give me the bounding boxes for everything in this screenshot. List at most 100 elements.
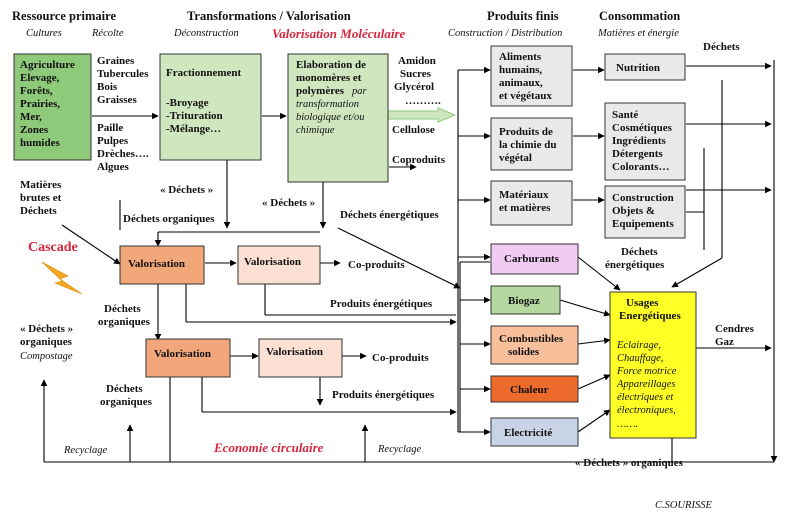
svg-text:Tubercules: Tubercules [97,68,149,80]
svg-text:Matériaux: Matériaux [499,189,549,201]
dechets-energetiques-1: Déchets énergétiques [340,209,439,221]
co-produits-1: Co-produits [348,259,405,271]
svg-text:Valorisation: Valorisation [244,256,301,268]
harvest-bottom-list: Paille Pulpes Drèches…. Algues [97,122,149,173]
svg-text:Colorants…: Colorants… [612,161,669,173]
cascade-label: Cascade [28,240,78,255]
svg-text:Sucres: Sucres [400,68,432,80]
header-ressource-primaire: Ressource primaire [12,9,116,23]
svg-text:organiques: organiques [100,396,153,408]
svg-text:-Mélange…: -Mélange… [166,123,221,135]
usages-energetiques-box [609,291,697,439]
svg-text:Nutrition: Nutrition [616,62,660,74]
recyclage-left: Recyclage [63,445,107,456]
svg-text:Cosmétiques: Cosmétiques [612,122,673,134]
svg-text:brutes et: brutes et [20,192,62,204]
svg-text:Elaboration de: Elaboration de [296,59,366,71]
svg-text:Gaz: Gaz [715,336,734,348]
svg-text:Electricité: Electricité [504,427,552,439]
produits-energetiques-1: Produits énergétiques [330,298,433,310]
harvest-top-list: Graines Tubercules Bois Graisses [97,55,149,106]
svg-text:Usages: Usages [626,297,659,309]
dechets-organiques-bottom: « Déchets » organiques [575,457,684,469]
chimie-box [490,117,573,171]
svg-text:animaux,: animaux, [499,77,543,89]
svg-text:Energétiques: Energétiques [619,310,681,322]
svg-text:……….: ………. [405,95,441,107]
svg-text:Graisses: Graisses [97,94,137,106]
svg-text:chimique: chimique [296,125,335,136]
materiaux-box [490,180,573,226]
svg-text:« Déchets »: « Déchets » [20,323,73,335]
svg-text:Détergents: Détergents [612,148,663,160]
svg-text:Biogaz: Biogaz [508,295,540,307]
svg-text:Construction: Construction [612,192,674,204]
svg-text:Carburants: Carburants [504,253,560,265]
source-lines: Agriculture Elevage, Forêts, Prairies, M… [20,59,75,149]
svg-text:Déchets: Déchets [20,205,57,217]
svg-text:humides: humides [20,137,60,149]
source-box [13,53,92,161]
svg-text:organiques: organiques [20,336,73,348]
svg-text:Graines: Graines [97,55,135,67]
svg-text:biologique et/ou: biologique et/ou [296,112,365,123]
economie-circulaire-label: Economie circulaire [213,440,324,455]
connectors [40,60,778,463]
biogaz-box [490,285,561,315]
svg-text:Equipements: Equipements [612,218,674,230]
svg-text:Algues: Algues [97,161,130,173]
svg-text:Valorisation: Valorisation [154,348,211,360]
svg-text:Santé: Santé [612,109,638,121]
dechets-quote-1: « Déchets » [160,184,213,196]
svg-text:Cendres: Cendres [715,323,755,335]
fractionnement-title: Fractionnement [166,67,241,79]
combustibles-box [490,325,579,365]
svg-text:polymères: polymères [296,85,345,97]
header-matieres-energie: Matières et énergie [597,28,679,39]
svg-text:Déchets: Déchets [621,246,658,258]
svg-text:Valorisation: Valorisation [128,258,185,270]
svg-text:-Trituration: -Trituration [166,110,223,122]
svg-text:Drèches….: Drèches…. [97,148,149,160]
svg-text:Aliments: Aliments [499,51,542,63]
svg-text:Zones: Zones [20,124,49,136]
svg-text:Bois: Bois [97,81,118,93]
dechets-quote-2: « Déchets » [262,197,315,209]
svg-text:électroniques,: électroniques, [617,405,676,416]
recyclage-right: Recyclage [377,444,421,455]
svg-text:Valorisation: Valorisation [266,346,323,358]
electricite-box [490,417,579,447]
header-construction-distribution: Construction / Distribution [448,28,562,39]
header-consommation: Consommation [599,9,680,23]
usages-items: Eclairage, Chauffage, Force motrice Appa… [616,340,677,430]
svg-text:énergétiques: énergétiques [605,259,665,271]
header-valorisation-moleculaire: Valorisation Moléculaire [272,26,405,41]
svg-text:Matières: Matières [20,179,62,191]
cellulose-label: Cellulose [392,124,435,136]
construction-box [604,185,686,239]
dechets-organiques-1: Déchets organiques [123,213,215,225]
svg-text:Glycérol: Glycérol [394,81,434,93]
header-recolte: Récolte [91,28,124,39]
svg-text:Elevage,: Elevage, [20,72,60,84]
svg-text:…….: ……. [617,419,638,430]
valorisation-box-3 [145,338,231,378]
molecules-list: Amidon Sucres Glycérol ………. [394,55,441,107]
svg-text:Appareillages: Appareillages [616,379,676,390]
svg-text:Forêts,: Forêts, [20,85,53,97]
svg-text:Agriculture: Agriculture [20,59,75,71]
elaboration-box [287,53,389,183]
aliments-box [490,45,573,107]
dechets-top-right: Déchets [703,41,740,53]
carburants-box [490,243,579,275]
svg-text:Paille: Paille [97,122,123,134]
co-produits-2: Co-produits [372,352,429,364]
svg-text:la chimie du: la chimie du [499,139,556,151]
svg-text:Objets &: Objets & [612,205,655,217]
header-cultures: Cultures [26,28,62,39]
svg-text:Amidon: Amidon [398,55,436,67]
header-produits-finis: Produits finis [487,9,559,23]
valorisation-box-4 [258,338,343,378]
